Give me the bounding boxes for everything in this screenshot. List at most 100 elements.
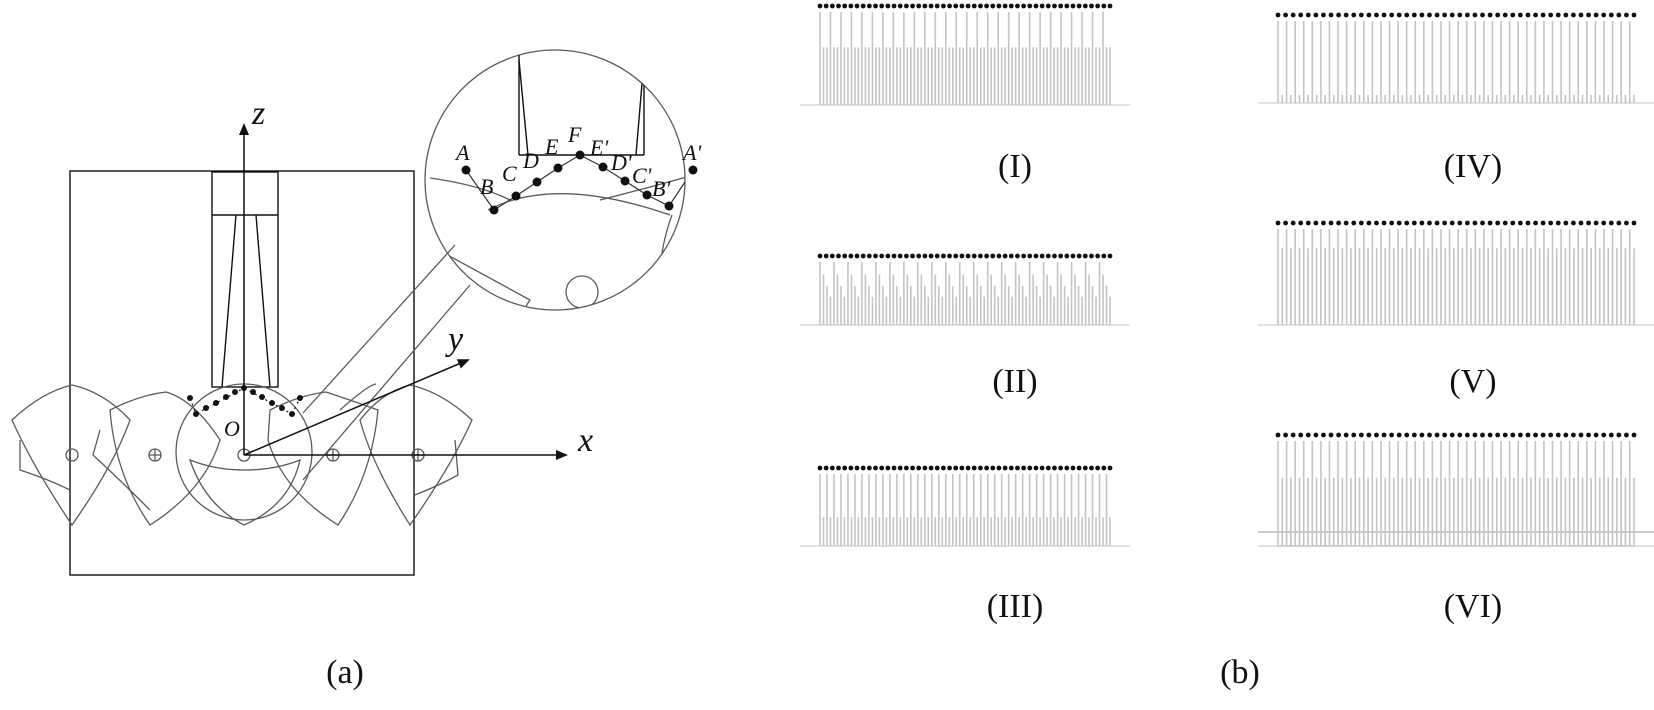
crosshair-marker-1 [148,448,162,462]
top-marker-dot [879,465,885,471]
top-marker-dot [1404,12,1410,18]
top-marker-dot [903,465,909,471]
panel-a: z y x O [11,49,701,691]
top-marker-dot [910,465,915,471]
top-marker-dot [1374,12,1379,18]
cutter-shape-3 [188,458,301,526]
top-marker-dot [1021,253,1027,259]
top-marker-dot [1070,253,1076,259]
profile-dot [187,395,193,401]
top-marker-dot [1027,253,1033,259]
top-marker-dot [1555,432,1561,438]
top-marker-dot [1555,12,1561,18]
top-marker-dot [1374,432,1379,438]
top-marker-dot [1002,3,1008,9]
top-marker-dot [873,3,878,9]
point-label-f: F [567,122,582,147]
top-marker-dot [1510,432,1516,438]
cutter-shape-4 [267,391,379,526]
top-marker-dot [1601,432,1607,438]
top-marker-dot [1002,465,1008,471]
top-marker-dot [1336,220,1341,226]
workpiece-frame [69,170,415,576]
top-marker-dot [823,3,829,9]
top-marker-dot [1358,12,1364,18]
top-marker-dot [891,465,897,471]
top-marker-dot [829,3,835,9]
top-marker-dot [848,465,854,471]
top-marker-dot [1064,465,1070,471]
top-marker-dot [1070,3,1076,9]
x-axis-label: x [577,422,593,459]
top-marker-dot [996,253,1002,259]
top-marker-dot [873,253,878,259]
point-label-b: B [480,174,493,199]
top-marker-dot [1411,432,1417,438]
top-marker-dot [934,3,940,9]
top-marker-dot [1002,253,1008,259]
top-marker-dot [1008,253,1014,259]
top-marker-dot [1313,220,1319,226]
hole-marker-1 [65,448,79,462]
top-marker-dot [1533,220,1538,226]
top-marker-dot [978,465,983,471]
top-marker-dot [1502,432,1508,438]
top-marker-dot [1578,12,1584,18]
subplot-2: (II) [800,253,1130,400]
top-marker-dot [1624,12,1629,18]
top-marker-dot [873,465,878,471]
top-marker-dot [1464,432,1470,438]
top-marker-dot [1608,12,1614,18]
top-marker-dot [854,3,860,9]
top-marker-dot [1101,253,1107,259]
top-marker-dot [971,465,977,471]
top-marker-dot [1540,12,1546,18]
baseline-band [1277,531,1635,547]
profile-dot [297,395,303,401]
top-marker-dot [1351,12,1357,18]
top-marker-dot [1058,253,1064,259]
cutter-shape-2 [109,391,221,526]
top-marker-dot [1290,432,1296,438]
top-marker-dot [1107,465,1113,471]
top-marker-dot [1555,220,1561,226]
panel-a-caption: (a) [326,654,364,691]
top-marker-dot [1366,432,1372,438]
top-marker-dot [1631,220,1637,226]
top-marker-dot [1027,3,1033,9]
top-marker-dot [1495,220,1501,226]
top-marker-dot [947,253,952,259]
top-marker-dot [1039,465,1045,471]
top-marker-dot [1593,220,1599,226]
top-marker-dot [916,3,922,9]
top-marker-dot [1033,253,1039,259]
top-marker-dot [1366,12,1372,18]
profile-dot [203,405,209,411]
top-marker-dot [1101,3,1107,9]
subplot-3-label: (III) [987,588,1044,625]
top-marker-dot [1457,12,1463,18]
cutter-shape-1 [11,384,131,527]
top-marker-dot [1593,432,1599,438]
top-marker-dot [910,3,915,9]
subplot-6-stems [1258,432,1654,547]
top-marker-dot [1298,432,1304,438]
top-marker-dot [1027,465,1033,471]
top-marker-dot [990,253,996,259]
top-marker-dot [1624,432,1629,438]
top-marker-dot [1404,220,1410,226]
top-marker-dot [842,465,848,471]
top-marker-dot [836,465,841,471]
z-axis-label: z [251,95,265,132]
profile-dot [289,411,295,417]
top-marker-dot [1563,220,1569,226]
point-label-c-prime: C' [632,163,652,188]
top-marker-dot [1283,220,1288,226]
top-marker-dot [1533,432,1538,438]
top-marker-dot [1464,220,1470,226]
top-marker-dot [854,465,860,471]
top-marker-dot [1305,432,1311,438]
top-marker-dot [885,465,891,471]
top-marker-dot [1419,12,1425,18]
top-marker-dot [1082,3,1088,9]
